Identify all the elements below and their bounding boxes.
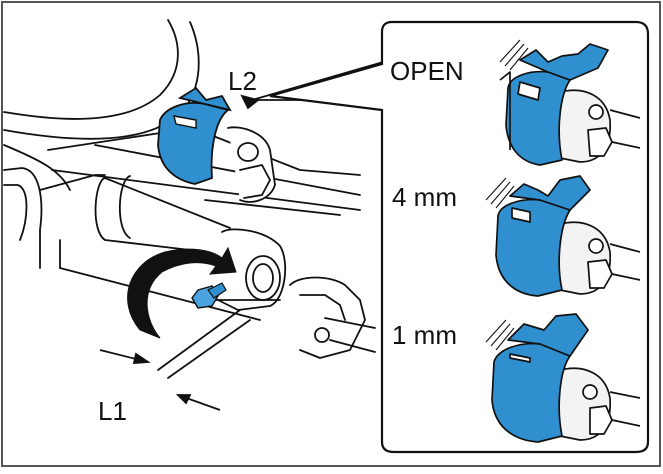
- l1-dimension: [99, 349, 221, 411]
- clamp-4mm-variant: [495, 175, 641, 297]
- label-l2: L2: [228, 66, 257, 96]
- label-l1: L1: [98, 396, 127, 426]
- label-1mm: 1 mm: [392, 320, 457, 350]
- plate-underside: [3, 144, 71, 191]
- label-4mm: 4 mm: [392, 182, 457, 212]
- clamp-1mm-variant: [491, 313, 641, 443]
- clamp-open-variant: [499, 43, 641, 166]
- left-housing: [3, 167, 43, 269]
- hatching: [485, 39, 529, 351]
- main-illustration: [3, 19, 376, 379]
- l2-clamp: [157, 86, 232, 185]
- label-open: OPEN: [390, 56, 464, 86]
- curved-rotate-arrow-icon: [127, 246, 237, 339]
- hex-bolt-icon: [191, 282, 227, 309]
- plate-edge: [3, 19, 179, 120]
